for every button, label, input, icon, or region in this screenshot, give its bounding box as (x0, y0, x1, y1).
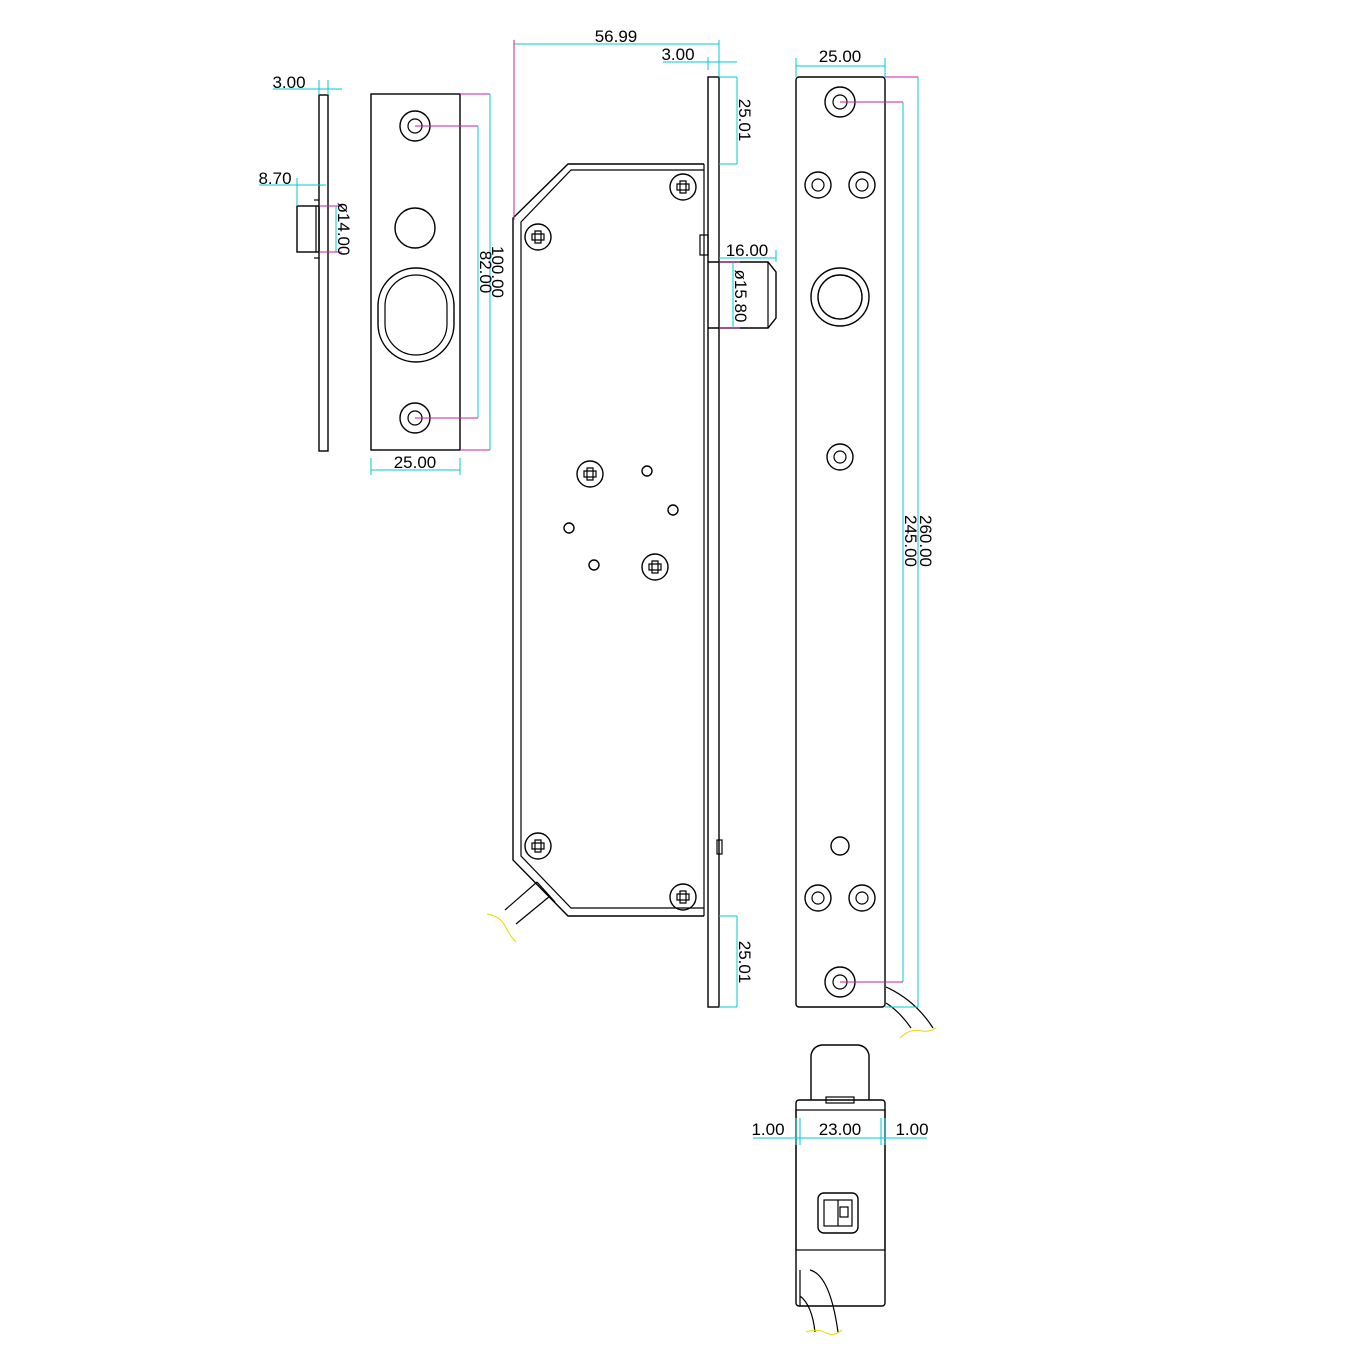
dim-faceplate-width: 25.00 (819, 47, 862, 66)
torx-screw-icon (804, 884, 832, 912)
break-lines (486, 913, 937, 1335)
torx-screw-icon (804, 171, 832, 199)
dim-strike-length: 100.00 (488, 246, 507, 298)
faceplate-front-view (795, 76, 934, 1029)
leader-lines (319, 40, 918, 983)
dim-pin-offset: 8.70 (258, 169, 291, 188)
screw-icon (641, 553, 669, 581)
torx-screw-icon (826, 443, 854, 471)
dim-plate-thickness: 3.00 (272, 73, 305, 92)
dim-connector-width: 23.00 (819, 1120, 862, 1139)
torx-screw-icon (848, 884, 876, 912)
lock-body-side-view (504, 76, 777, 1008)
dim-bolt-diameter: ø15.80 (731, 270, 750, 323)
dim-faceplate-hole-pitch: 245.00 (901, 515, 920, 567)
dimension-lines (259, 40, 927, 1145)
strike-side-view (296, 94, 329, 452)
dim-faceplate-thickness: 3.00 (661, 45, 694, 64)
dim-strike-width: 25.00 (394, 453, 437, 472)
screw-icon (669, 883, 697, 911)
strike-front-view (370, 93, 461, 451)
dim-top-offset: 25.01 (735, 99, 754, 142)
dim-strike-hole-pitch: 82.00 (476, 251, 495, 294)
dim-bottom-offset: 25.01 (735, 941, 754, 984)
screw-icon (524, 223, 552, 251)
dim-pin-diameter: ø14.00 (334, 203, 353, 256)
torx-screw-icon (848, 171, 876, 199)
dimension-labels: 3.00 8.70 ø14.00 25.00 100.00 82.00 56.9… (258, 27, 935, 1139)
screw-icon (576, 460, 604, 488)
screw-icon (669, 173, 697, 201)
dim-left-gap: 1.00 (751, 1120, 784, 1139)
dim-faceplate-length: 260.00 (916, 515, 935, 567)
bottom-end-view (795, 1044, 886, 1333)
dim-bolt-length: 16.00 (726, 241, 769, 260)
dim-right-gap: 1.00 (895, 1120, 928, 1139)
dim-body-depth: 56.99 (595, 27, 638, 46)
screw-icon (524, 832, 552, 860)
